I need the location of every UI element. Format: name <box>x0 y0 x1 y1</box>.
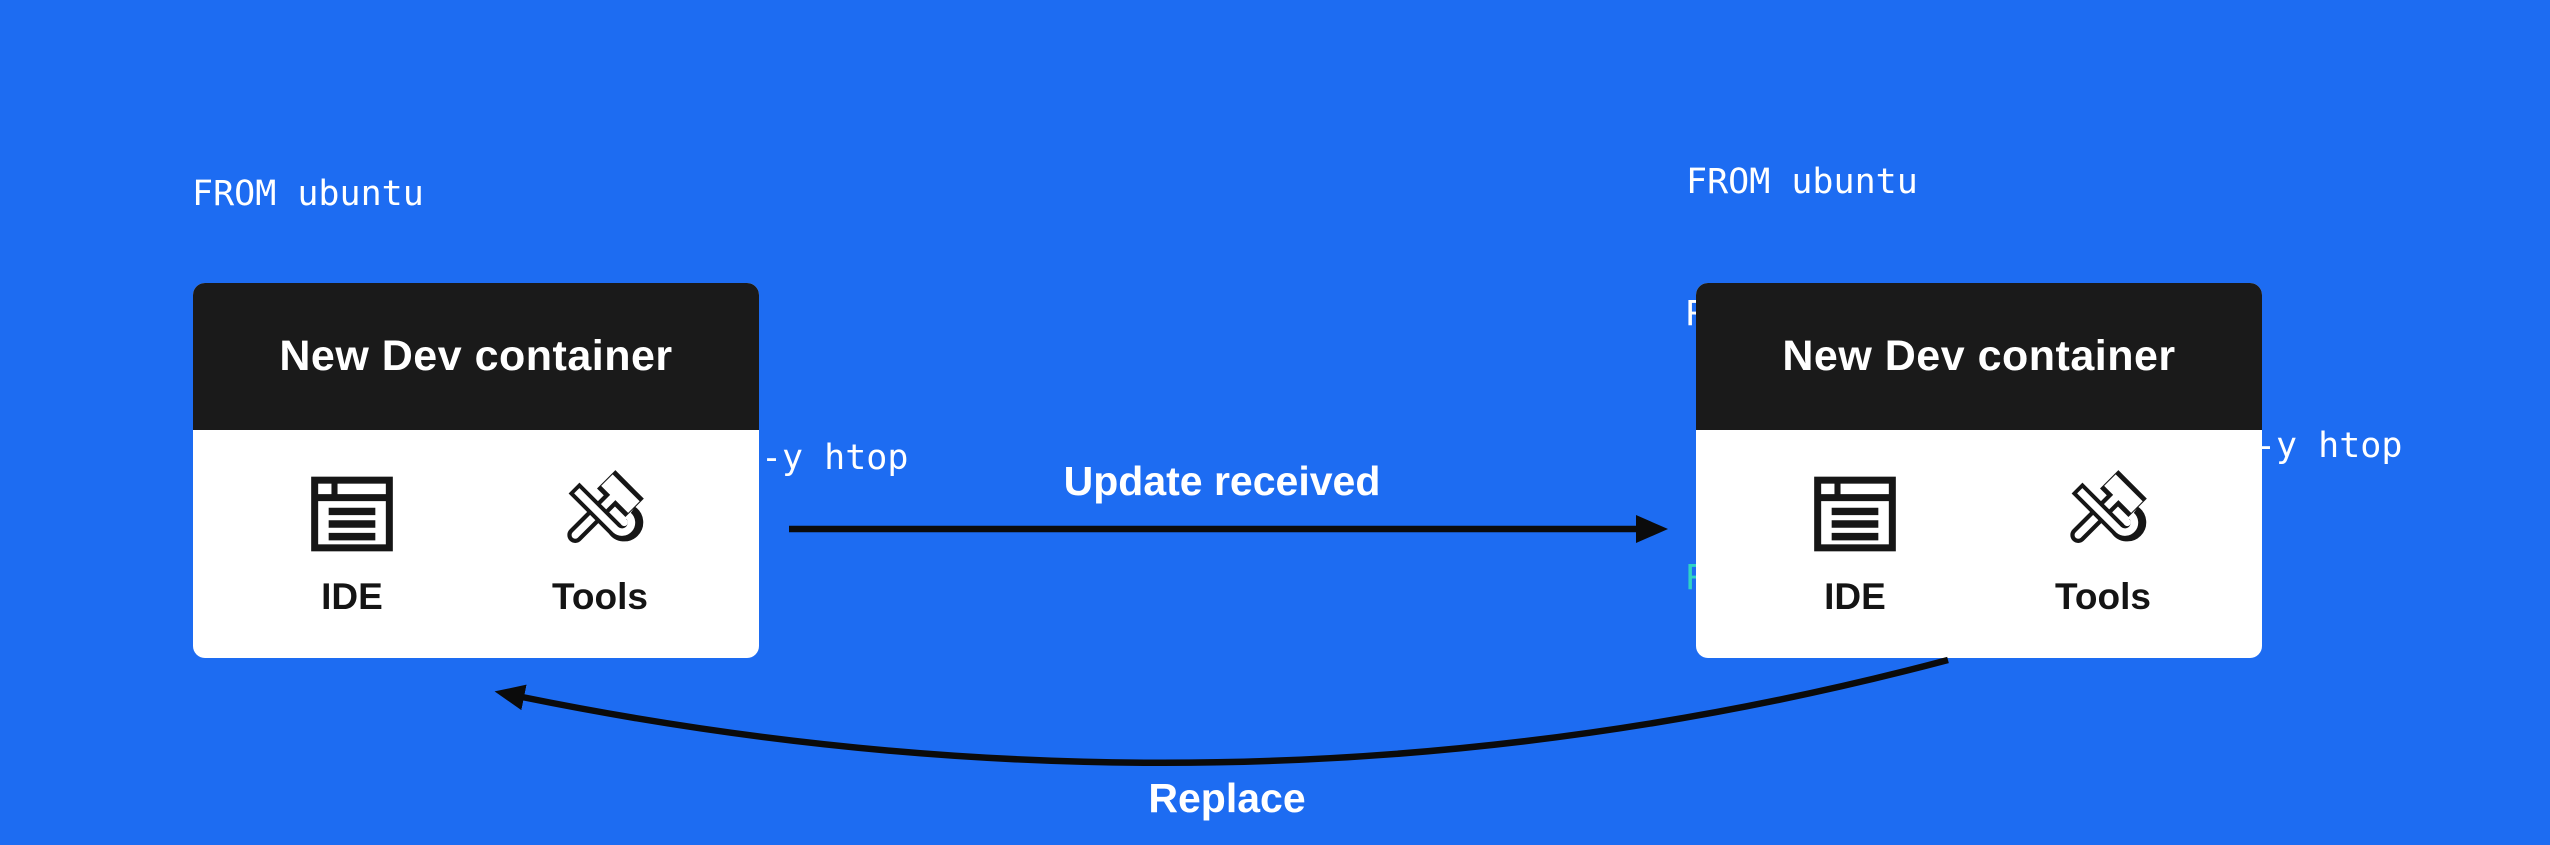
card-header: New Dev container <box>193 283 759 430</box>
replace-arrow-label: Replace <box>1148 775 1306 821</box>
card-title: New Dev container <box>1782 332 2176 380</box>
dev-container-card-right: New Dev container IDE <box>1696 283 2262 658</box>
tool-label: IDE <box>1824 576 1886 617</box>
ide-icon <box>1813 468 1897 560</box>
code-line: FROM ubuntu <box>1686 162 1918 202</box>
card-header: New Dev container <box>1696 283 2262 430</box>
card-body: IDE Tools <box>1696 430 2262 658</box>
dev-container-card-left: New Dev container IDE <box>193 283 759 658</box>
ide-icon <box>310 468 394 560</box>
code-line: FROM ubuntu <box>192 174 424 214</box>
tools-icon <box>2056 468 2150 560</box>
tool-group-ide: IDE <box>1775 468 1935 658</box>
card-body: IDE Tools <box>193 430 759 658</box>
card-title: New Dev container <box>279 332 673 380</box>
tool-label: IDE <box>321 576 383 617</box>
tool-group-ide: IDE <box>272 468 432 658</box>
update-arrow-label: Update received <box>1063 458 1381 504</box>
tool-group-tools: Tools <box>520 468 680 658</box>
tool-group-tools: Tools <box>2023 468 2183 658</box>
tool-label: Tools <box>552 576 648 617</box>
tools-icon <box>553 468 647 560</box>
tool-label: Tools <box>2055 576 2151 617</box>
